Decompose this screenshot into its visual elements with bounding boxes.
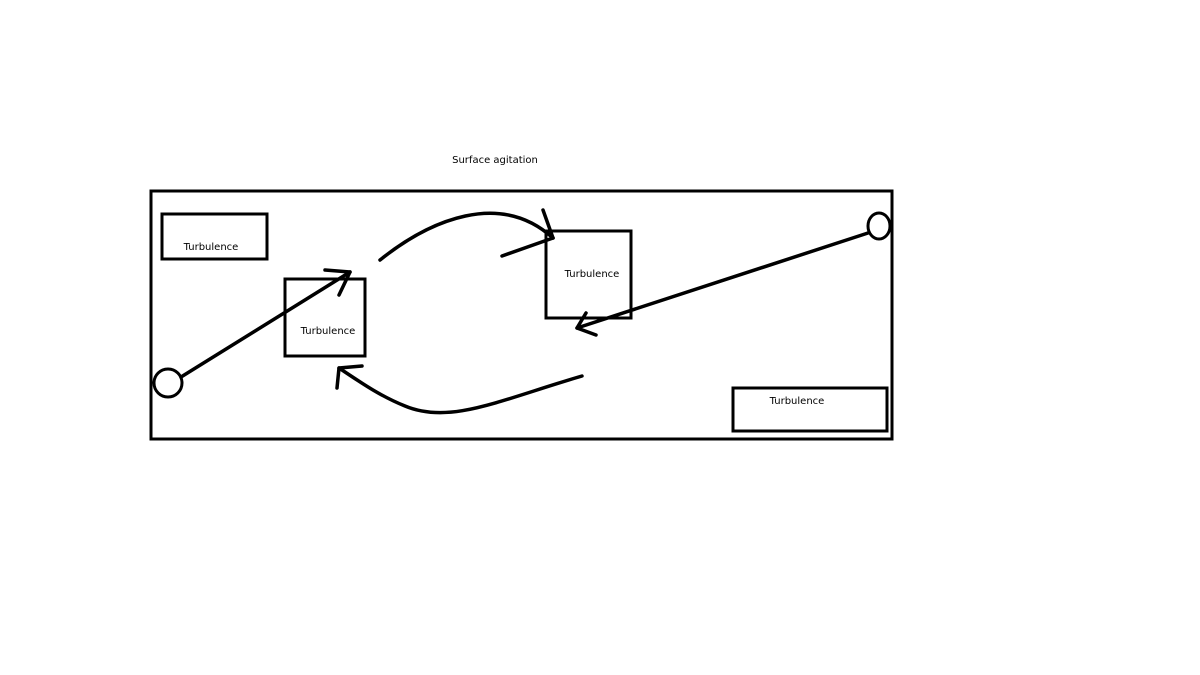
outlet-circle-right — [866, 211, 892, 241]
flow-arrow-top-curve — [378, 211, 555, 262]
turbulence-box-top-left — [160, 212, 269, 261]
inlet-circle-left — [152, 367, 184, 399]
flow-arrow-top-head-b — [541, 208, 555, 240]
flow-arrow-right-head — [575, 311, 598, 337]
turbulence-label-top-left: Turbulence — [183, 242, 239, 253]
flow-arrow-bottom-head — [335, 364, 364, 390]
flow-arrow-top-head-a — [500, 236, 555, 258]
flow-arrow-left-line — [179, 270, 352, 379]
turbulence-label-left: Turbulence — [300, 326, 356, 337]
turbulence-box-left — [283, 277, 367, 358]
turbulence-label-center: Turbulence — [564, 269, 620, 280]
flow-arrow-left-head — [323, 268, 352, 297]
diagram-title: Surface agitation — [452, 155, 538, 166]
turbulence-box-center — [544, 229, 633, 320]
turbulence-box-bottom-right — [731, 386, 889, 433]
tank-outline — [149, 189, 894, 441]
flow-arrow-bottom-curve — [337, 366, 584, 415]
turbulence-label-bottom-right: Turbulence — [769, 396, 825, 407]
flow-arrow-right-line — [575, 231, 870, 330]
